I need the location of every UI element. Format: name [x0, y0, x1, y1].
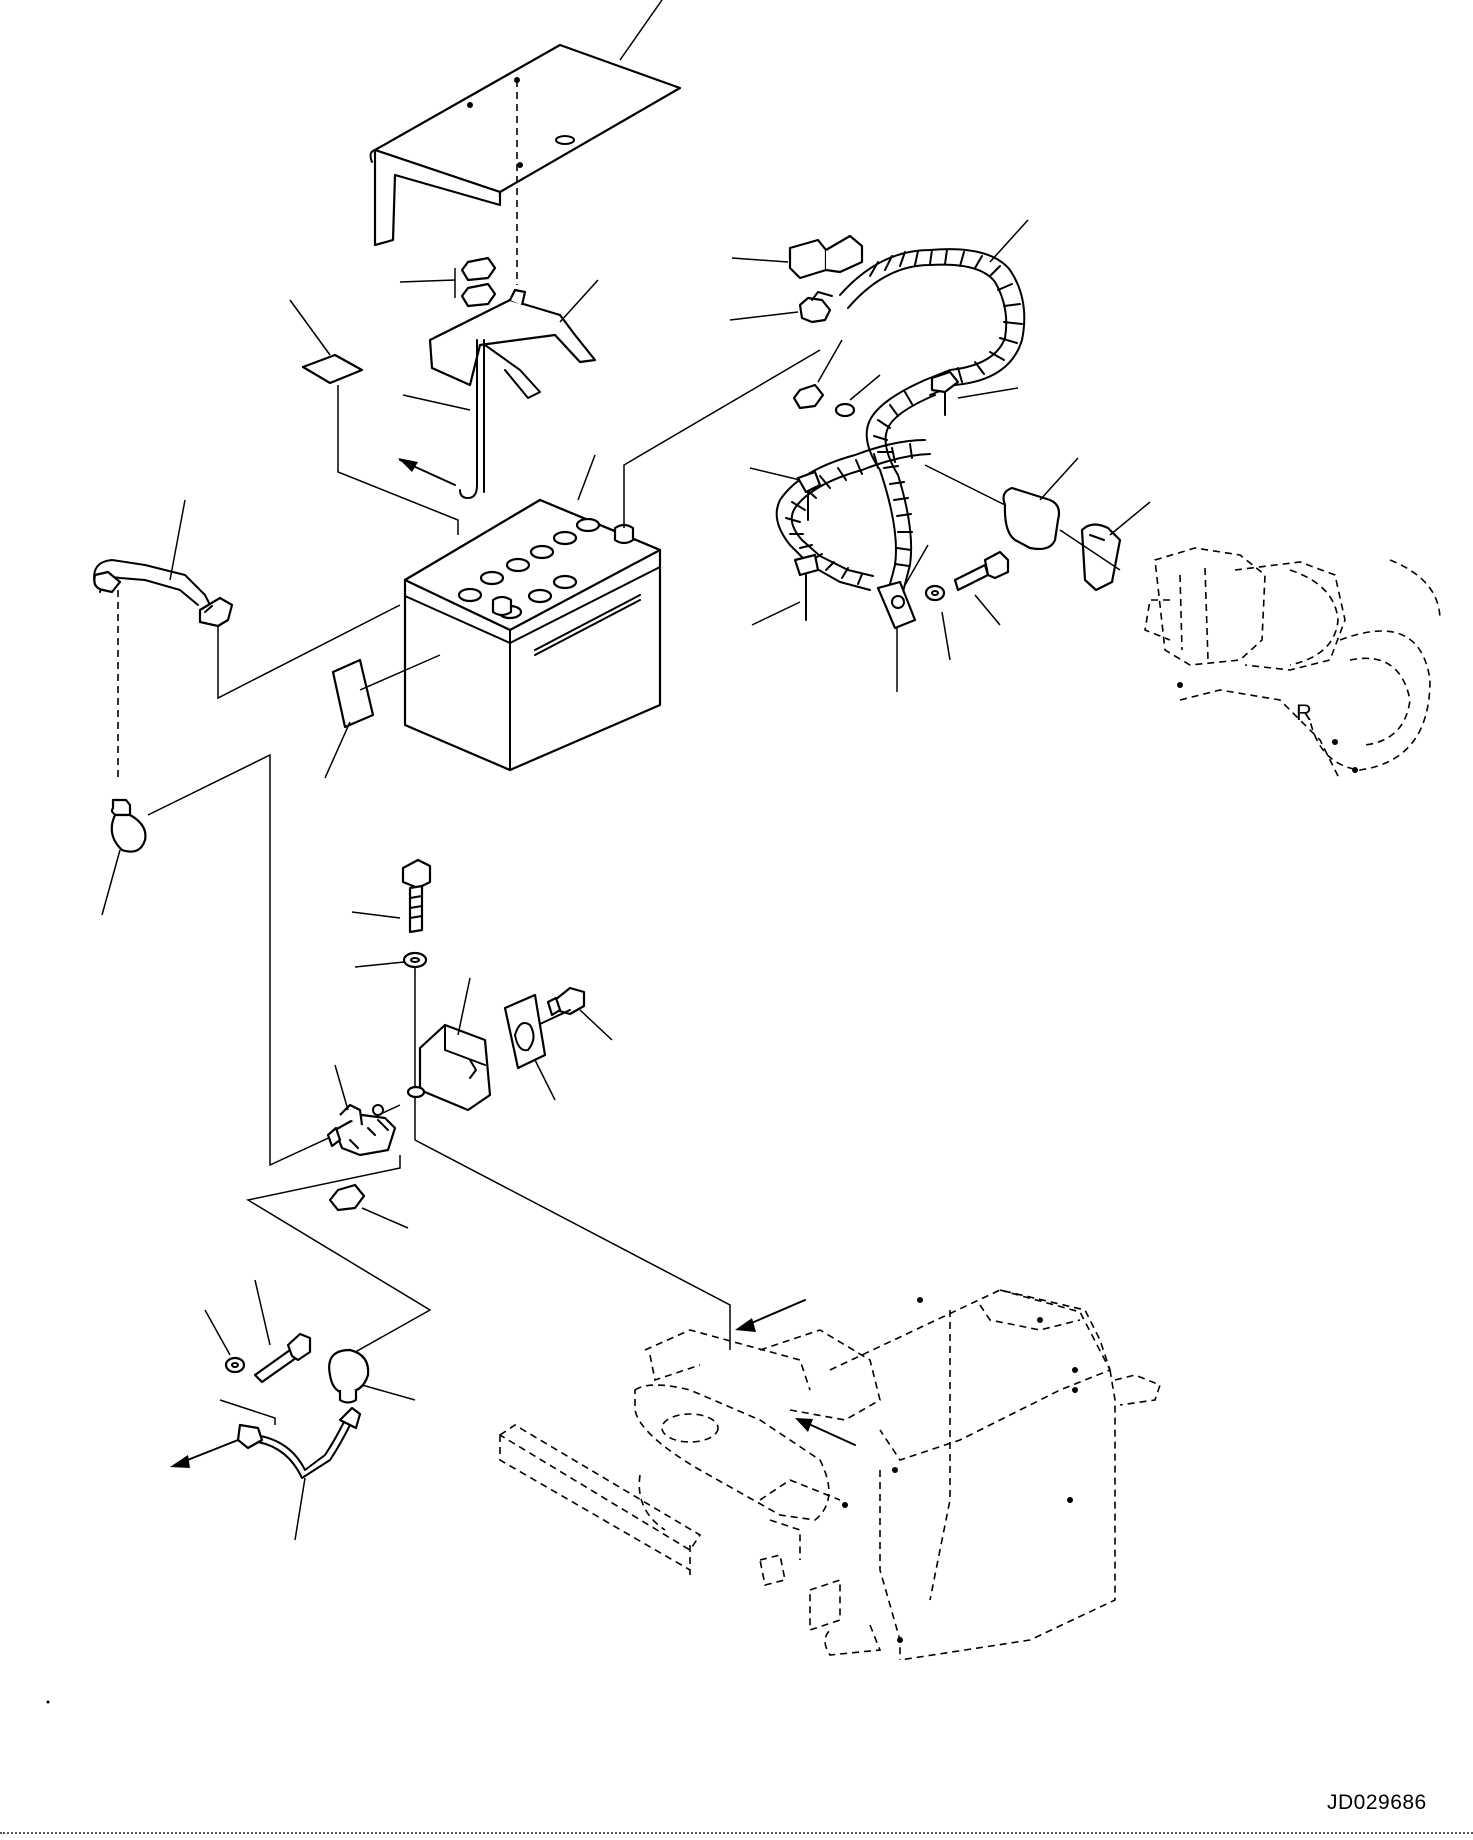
relay-mounting-bolt	[539, 986, 586, 1025]
battery-relay	[326, 1103, 397, 1157]
leader-relay-bolt	[351, 911, 401, 919]
leader-starter-boot	[1109, 501, 1151, 536]
leader-battery	[577, 454, 596, 501]
harness-clip-left	[796, 470, 822, 521]
leader-clip-lower	[751, 601, 801, 626]
leader-label-top	[289, 299, 331, 356]
leader-ground-cable	[169, 499, 186, 581]
caution-label	[301, 353, 364, 385]
leader-cover	[619, 0, 663, 61]
leader-terminal-clamp	[729, 311, 799, 321]
leader-relay-nut	[361, 1207, 409, 1229]
leader-jbolt	[402, 394, 471, 411]
relay-gasket	[503, 993, 547, 1070]
leader-terminal-cover	[101, 849, 121, 916]
strap-bolt	[253, 1332, 312, 1384]
view-marker: R	[1296, 700, 1312, 725]
leader-relay-washer	[354, 961, 405, 968]
chassis-frame	[498, 1289, 1161, 1661]
leader-strap-cover	[361, 1384, 416, 1401]
leader-lock-washer	[941, 611, 951, 661]
ground-cable	[93, 559, 234, 780]
leader-relay-bracket	[457, 977, 471, 1036]
relay-nut	[328, 1183, 366, 1212]
leader-terminal-cap	[731, 257, 789, 263]
starter-motor	[1144, 547, 1441, 781]
terminal-cap	[788, 234, 864, 280]
warning-label	[331, 658, 375, 729]
lock-washer	[924, 584, 946, 602]
leader-battery-relay	[334, 1064, 349, 1111]
harness-washer	[834, 402, 856, 418]
leader-relay-mounting-bolt	[579, 1009, 613, 1041]
leader-harness	[989, 219, 1029, 263]
leader-clip-left	[749, 467, 801, 481]
terminal-cover-left	[110, 798, 147, 853]
leader-label-side	[324, 721, 351, 779]
relay-bolt	[401, 858, 432, 934]
harness-nut	[792, 383, 825, 410]
leader-nuts	[399, 279, 456, 283]
cable-lug	[876, 580, 917, 630]
j-bolt	[459, 339, 485, 499]
leader-bracket	[559, 279, 599, 323]
harness-clip-upper	[930, 370, 960, 416]
leader-starter-cover	[1039, 457, 1079, 501]
relay-bracket	[406, 1023, 492, 1112]
harness-clip-lower	[793, 553, 820, 621]
starter-terminal-cover	[1002, 486, 1061, 551]
page-border-rule	[0, 1832, 1473, 1834]
drawing-code: JD029686	[1327, 1791, 1427, 1814]
leader-ground-strap	[294, 1477, 306, 1541]
leader-harness-washer	[849, 374, 881, 401]
leader-strap-bolt	[254, 1279, 271, 1346]
hold-down-bracket	[428, 288, 597, 399]
leader-relay-gasket	[534, 1059, 556, 1101]
strap-washer	[224, 1356, 246, 1374]
leader-strap-washer	[204, 1309, 231, 1356]
strap-terminal-cover	[328, 1348, 370, 1404]
leader-harness-nut	[817, 339, 843, 383]
leader-clip-upper	[957, 387, 1019, 399]
hex-nuts	[460, 256, 497, 308]
mounting-bolt-harness	[953, 550, 1010, 592]
battery	[403, 498, 662, 772]
leader-mounting-bolt-harness	[974, 594, 1001, 626]
battery-cover	[369, 43, 682, 285]
relay-washer	[402, 951, 428, 969]
ground-strap	[236, 1406, 362, 1479]
positive-terminal-clamp	[798, 291, 833, 324]
